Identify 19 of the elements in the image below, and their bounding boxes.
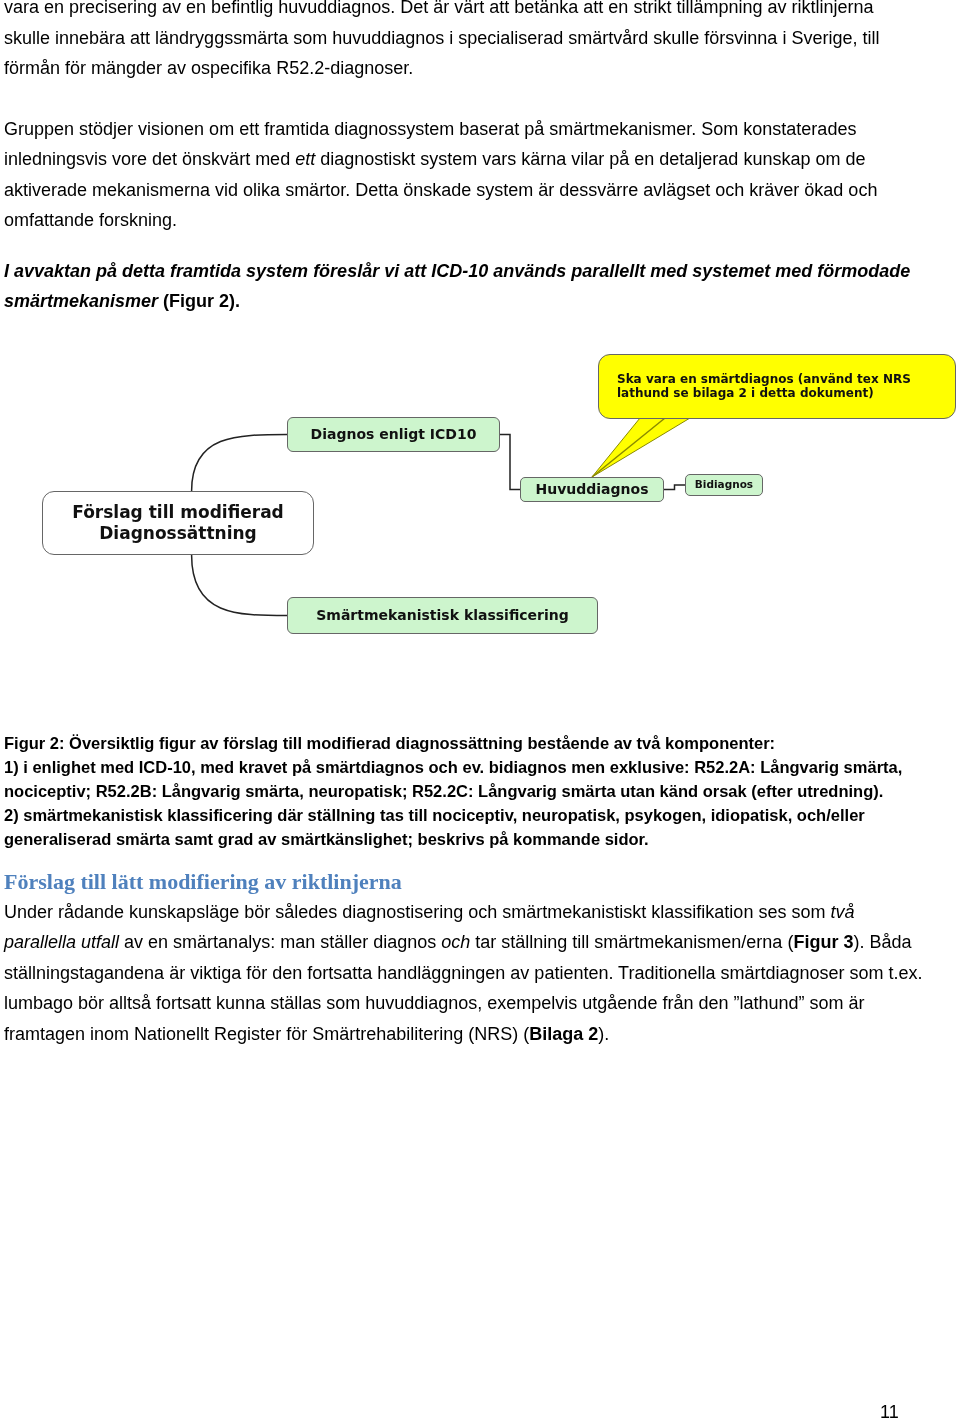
connector-line	[663, 483, 686, 490]
topic-box: Förslag till modifierad Diagnossättning	[42, 490, 314, 555]
caption-paragraph: 1) i enlighet med ICD-10, med kravet på smärtdiagnos och ev. bidiagnos men exklusive: R52.2A: Långvarig smärta, nociceptiv; R52.2B: Långvarig smärta, neuropatisk; R52.2C: Långvarig smärta utan känd orsak (efter utredning).	[4, 756, 904, 802]
leader-line	[591, 416, 666, 478]
caption-paragraph: 2) smärtmekanistisk klassificering där ställning tas till nociceptiv, neuropatisk, psykogen, idiopatisk, och/eller generaliserad smärta samt grad av smärtkänslighet; beskrivs på kommande sidor.	[4, 804, 866, 850]
body-paragraph: Under rådande kunskapsläge bör således diagnostisering och smärtmekanistiskt klassifikation ses som två parallella utfall av en smärtanalys: man ställer diagnos och tar ställning till smärtmekanismen/erna (Figur 3). Båda ställningstagandena är viktiga för den fortsatta handläggningen av patienten. Traditionella smärtdiagnoser som t.ex. lumbago bör alltså fortsatt kunna ställas som huvuddiagnos, exempelvis utgående från den ”lathund” som är framtagen inom Nationellt Register för Smärtrehabilitering (NRS) (Bilaga 2).	[4, 900, 924, 1046]
topic-box: Smärtmekanistisk klassificering	[287, 596, 598, 634]
topic-box: Diagnos enligt ICD10	[287, 416, 500, 452]
body-paragraph: Gruppen stödjer visionen om ett framtida diagnossystem baserat på smärtmekanismer. Som konstaterades inledningsvis vore det önskvärt med ett diagnostiskt system vars kärna vilar på en detaljerad kunskap om de aktiverade mekanismerna vid olika smärtor. Detta önskade system är dessvärre avlägset och kräver ökad och omfattande forskning.	[4, 117, 879, 232]
connector-line	[190, 553, 288, 616]
body-paragraph: I avvaktan på detta framtida system föreslår vi att ICD-10 används parallellt med systemet med förmodade smärtmekanismer (Figur 2).	[4, 259, 912, 313]
connector-line	[499, 433, 521, 490]
section-heading: Förslag till lätt modifiering av riktlinjerna	[4, 868, 403, 895]
page-number: 11	[880, 1402, 899, 1423]
topic-box: Huvuddiagnos	[520, 476, 664, 502]
figure-caption: Figur 2: Översiktlig figur av förslag till modifierad diagnossättning bestående av två komponenter:	[4, 732, 777, 754]
topic-box: Bidiagnos	[685, 473, 763, 496]
body-paragraph: vara en precisering av en befintlig huvuddiagnos. Det är värt att betänka att en strikt tillämpning av riktlinjerna skulle innebära att ländryggssmärta som huvuddiagnos i specialiserad smärtvård skulle försvinna i Sverige, till förmån för mängder av ospecifika R52.2-diagnoser.	[4, 0, 881, 80]
connector-line	[190, 433, 288, 492]
